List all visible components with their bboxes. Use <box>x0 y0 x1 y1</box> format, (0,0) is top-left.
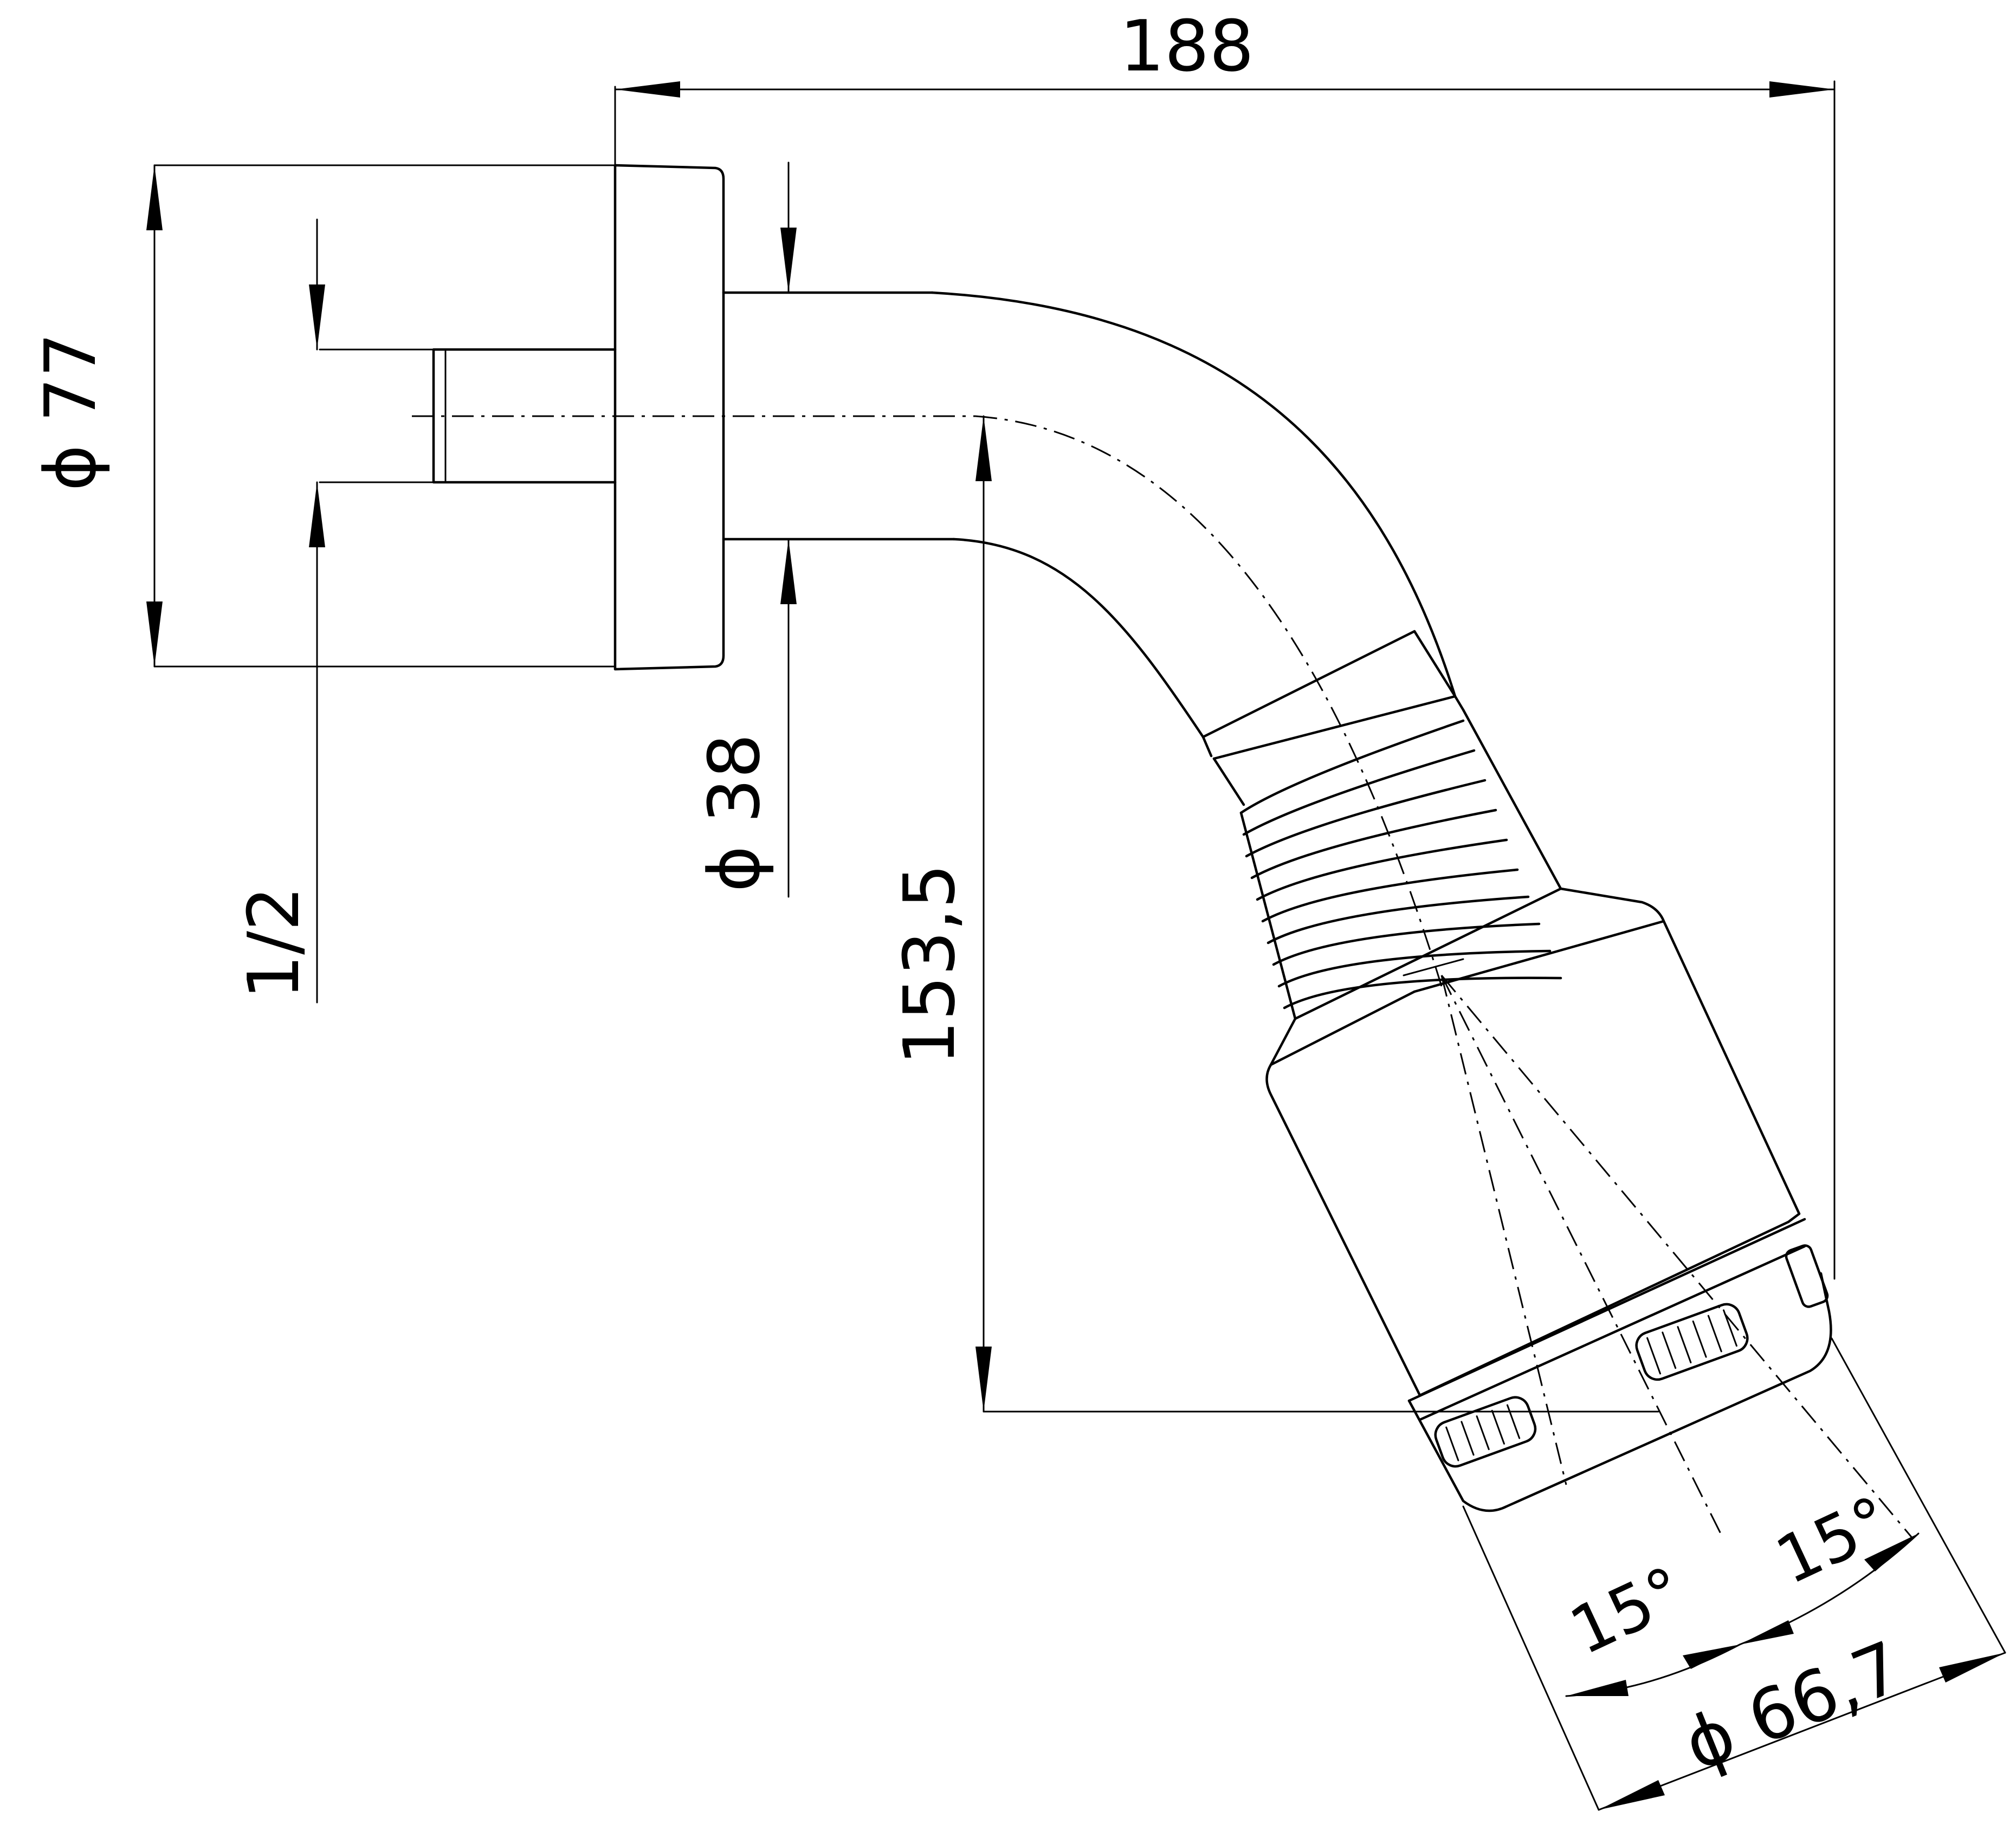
dim-phi66-7-label: ϕ 66,7 <box>1673 1626 1913 1787</box>
dim-phi38-label: ϕ 38 <box>693 734 776 892</box>
dim-overall-length <box>614 80 1836 1280</box>
dim-head-diameter <box>1462 1337 2006 1811</box>
dim-flange-diameter <box>146 164 616 668</box>
wall-flange <box>613 164 725 671</box>
shower-arm <box>722 291 1465 806</box>
dim-153-5-label: 153,5 <box>888 864 971 1065</box>
center-lines <box>412 415 1914 1539</box>
dim-thread-size <box>309 218 435 1004</box>
dim-spray-angles <box>1565 1532 1920 1697</box>
dim-drop-height <box>975 415 1659 1413</box>
dim-arm-diameter <box>780 161 797 898</box>
shower-head-body <box>1265 887 1832 1512</box>
ball-joint-ribs <box>1239 708 1562 1020</box>
dim-half-inch-label: 1/2 <box>232 886 315 999</box>
dim-angle-left-label: 15° <box>1559 1552 1696 1670</box>
dim-188-label: 188 <box>1120 5 1254 87</box>
dim-phi77-label: ϕ 77 <box>29 333 112 491</box>
